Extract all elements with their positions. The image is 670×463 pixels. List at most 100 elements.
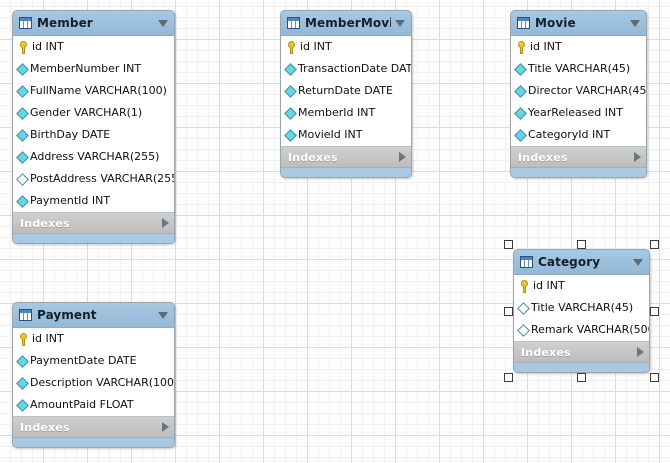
table-header-category[interactable]: Category [514,250,649,275]
table-title: Category [538,255,601,269]
chevron-down-icon[interactable] [633,258,643,266]
diamond-icon [16,172,29,186]
resize-handle-w[interactable] [504,306,513,316]
column-row[interactable]: id INT [13,328,174,350]
column-label: MovieId INT [298,128,363,141]
column-row[interactable]: Title VARCHAR(45) [514,297,649,319]
table-node-membermovie[interactable]: MemberMovie id INT TransactionDate DATE Ret… [280,10,412,178]
column-row[interactable]: ReturnDate DATE [281,80,411,102]
resize-handle-n[interactable] [577,240,586,249]
table-footer [13,438,174,447]
table-node-member[interactable]: Member id INT MemberNumber INT FullName VAR… [12,10,175,244]
chevron-right-icon[interactable] [637,347,644,357]
indexes-bar[interactable]: Indexes [514,342,649,363]
table-header-member[interactable]: Member [13,11,174,36]
diamond-icon [16,354,29,368]
column-row[interactable]: PaymentId INT [13,190,174,212]
table-header-membermovie[interactable]: MemberMovie [281,11,411,36]
column-label: CategoryId INT [528,128,611,141]
table-footer [511,168,646,177]
key-icon [18,332,29,346]
diamond-icon [517,323,530,337]
chevron-right-icon[interactable] [162,422,169,432]
column-row[interactable]: BirthDay DATE [13,124,174,146]
indexes-bar[interactable]: Indexes [13,213,174,234]
column-row[interactable]: id INT [281,36,411,58]
table-title: Payment [37,308,97,322]
indexes-bar[interactable]: Indexes [511,147,646,168]
table-icon [19,17,32,29]
column-row[interactable]: MemberNumber INT [13,58,174,80]
table-header-movie[interactable]: Movie [511,11,646,36]
column-row[interactable]: TransactionDate DATE [281,58,411,80]
column-label: PostAddress VARCHAR(255) [30,172,175,185]
column-row[interactable]: PostAddress VARCHAR(255) [13,168,174,190]
chevron-down-icon[interactable] [630,19,640,27]
chevron-down-icon[interactable] [158,19,168,27]
column-row[interactable]: MemberId INT [281,102,411,124]
column-label: id INT [530,40,562,53]
column-label: MemberNumber INT [30,62,142,75]
column-label: FullName VARCHAR(100) [30,84,167,97]
diamond-icon [16,398,29,412]
column-row[interactable]: FullName VARCHAR(100) [13,80,174,102]
column-row[interactable]: id INT [511,36,646,58]
column-row[interactable]: Remark VARCHAR(500) [514,319,649,341]
table-icon [19,309,32,321]
resize-handle-sw[interactable] [504,373,513,382]
column-row[interactable]: YearReleased INT [511,102,646,124]
column-row[interactable]: Title VARCHAR(45) [511,58,646,80]
resize-handle-nw[interactable] [504,240,513,249]
column-row[interactable]: Director VARCHAR(45) [511,80,646,102]
column-row[interactable]: PaymentDate DATE [13,350,174,372]
column-row[interactable]: MovieId INT [281,124,411,146]
chevron-right-icon[interactable] [162,218,169,228]
resize-handle-se[interactable] [650,373,659,382]
column-label: MemberId INT [298,106,376,119]
chevron-down-icon[interactable] [395,19,405,27]
column-row[interactable]: Description VARCHAR(100) [13,372,174,394]
column-row[interactable]: CategoryId INT [511,124,646,146]
column-label: id INT [533,279,565,292]
column-label: Title VARCHAR(45) [528,62,631,75]
chevron-right-icon[interactable] [399,152,406,162]
table-node-movie[interactable]: Movie id INT Title VARCHAR(45) Director VAR… [510,10,647,178]
column-row[interactable]: id INT [514,275,649,297]
key-icon [516,40,527,54]
indexes-bar[interactable]: Indexes [281,147,411,168]
column-label: id INT [300,40,332,53]
key-icon [519,279,530,293]
column-label: ReturnDate DATE [298,84,393,97]
chevron-right-icon[interactable] [634,152,641,162]
selection-wrapper-category[interactable]: Category id INT Title VARCHAR(45)Remark VA… [504,240,659,382]
column-row[interactable]: id INT [13,36,174,58]
table-title: Member [37,16,93,30]
column-label: Description VARCHAR(100) [30,376,175,389]
table-header-payment[interactable]: Payment [13,303,174,328]
diamond-icon [16,376,29,390]
column-row[interactable]: AmountPaid FLOAT [13,394,174,416]
diamond-icon [514,128,527,142]
table-node-category[interactable]: Category id INT Title VARCHAR(45)Remark VA… [513,249,650,373]
column-list: id INT TransactionDate DATE ReturnDate DAT… [281,36,411,147]
column-label: Director VARCHAR(45) [528,84,647,97]
resize-handle-ne[interactable] [650,240,659,249]
diamond-icon [284,106,297,120]
table-title: MemberMovie [305,16,391,30]
resize-handle-e[interactable] [650,306,659,316]
indexes-bar[interactable]: Indexes [13,417,174,438]
column-list: id INT Title VARCHAR(45) Director VARCHAR(… [511,36,646,147]
diamond-icon [16,84,29,98]
indexes-label: Indexes [20,216,70,230]
resize-handle-s[interactable] [577,373,586,382]
chevron-down-icon[interactable] [158,311,168,319]
column-label: Gender VARCHAR(1) [30,106,143,119]
indexes-label: Indexes [288,150,338,164]
column-row[interactable]: Gender VARCHAR(1) [13,102,174,124]
indexes-label: Indexes [521,345,571,359]
diamond-icon [517,301,530,315]
column-row[interactable]: Address VARCHAR(255) [13,146,174,168]
